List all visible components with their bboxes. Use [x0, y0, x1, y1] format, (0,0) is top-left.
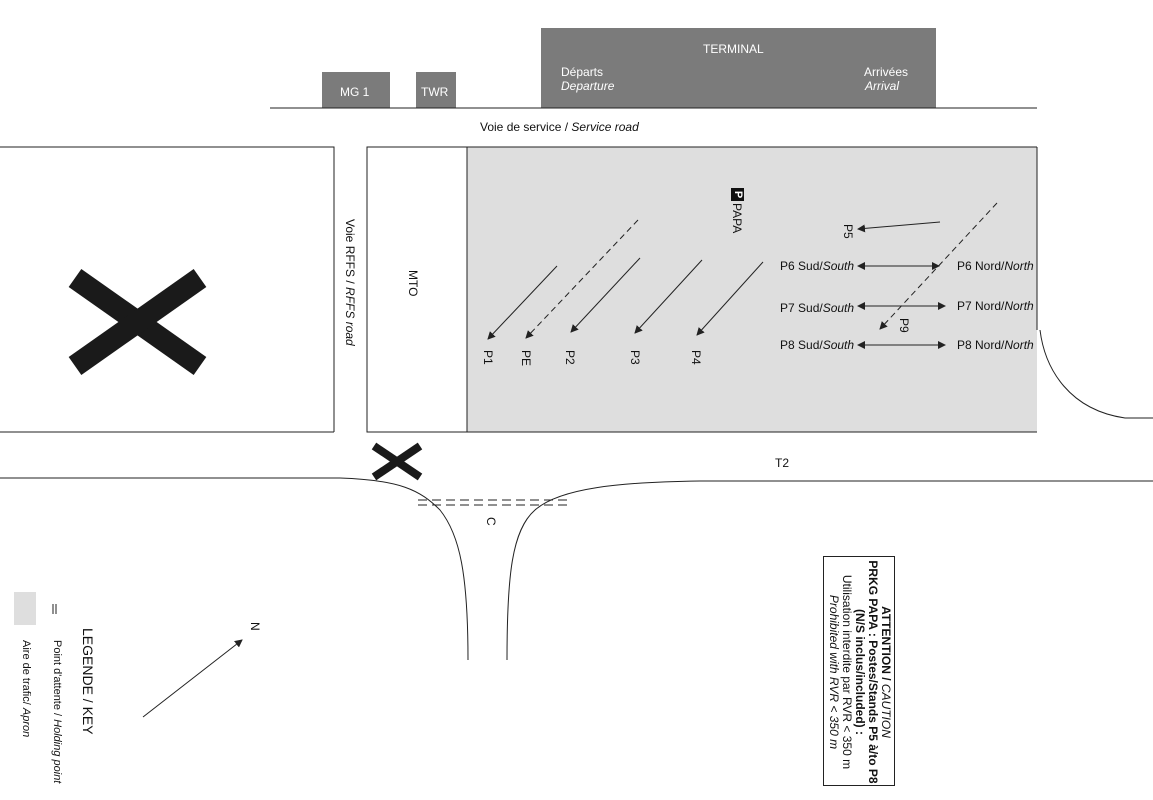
rffs-road-label: Voie RFFS / RFFS road	[343, 219, 357, 346]
stand-p4-line	[696, 261, 764, 336]
caution-line4: Prohibited with RVR < 350 m	[827, 594, 841, 750]
parking-badge-icon: P	[731, 188, 744, 201]
apron-area	[467, 147, 1037, 432]
service-road-label: Voie de service / Service road	[480, 121, 639, 133]
stand-p1-line	[487, 265, 558, 340]
taxiway-c-right-edge	[506, 480, 1153, 661]
stand-p6-nord-fr: P6 Nord/	[957, 259, 1005, 273]
stand-pe-label: PE	[519, 350, 533, 367]
terminal-arrivals-en: Arrival	[865, 79, 900, 93]
stand-p9-label: P9	[897, 318, 911, 333]
stand-p7-sud-en: South	[822, 301, 855, 315]
caution-box: ATTENTION / CAUTION PRKG PAPA : Postes/S…	[823, 556, 895, 786]
stand-p2-label: P2	[563, 350, 577, 365]
stand-p6-sud-fr: P6 Sud/	[780, 259, 823, 273]
rffs-road-fr: Voie RFFS /	[343, 219, 357, 288]
stand-pe-line	[525, 219, 639, 339]
stand-p8-sud-en: South	[822, 338, 855, 352]
service-road-fr: Voie de service /	[480, 120, 572, 134]
stand-p8-sud-label: P8 Sud/South	[780, 339, 854, 351]
stand-p7-sud-fr: P7 Sud/	[780, 301, 823, 315]
stand-p8-nord-en: North	[1004, 338, 1034, 352]
stand-p6-sud-label: P6 Sud/South	[780, 260, 854, 272]
mg1-label: MG 1	[340, 85, 370, 99]
terminal-departures-fr: Départs	[561, 65, 604, 79]
stand-p1-label: P1	[481, 350, 495, 365]
legend-holding-fr: Point d'attente /	[51, 640, 63, 720]
legend-holding-label: Point d'attente / Holding point	[51, 640, 63, 784]
taxiway-t2-label: T2	[775, 456, 790, 470]
north-label: N	[248, 622, 262, 631]
mto-block	[366, 146, 468, 433]
stand-p4-label: P4	[689, 350, 703, 365]
legend-title: LEGENDE / KEY	[80, 628, 96, 735]
stand-p5-line	[857, 221, 941, 233]
right-curve	[1039, 329, 1153, 419]
caution-text: ATTENTION / CAUTION PRKG PAPA : Postes/S…	[827, 559, 893, 785]
taxiway-t2-lower-edge	[0, 477, 469, 661]
service-road-en: Service road	[571, 120, 639, 134]
caution-title-fr: ATTENTION /	[879, 606, 893, 684]
stand-p8-sud-fr: P8 Sud/	[780, 338, 823, 352]
legend-apron-en: Apron	[20, 707, 32, 738]
mto-label: MTO	[406, 270, 420, 297]
caution-line1: PRKG PAPA : Postes/Stands P5 à/to P8	[866, 560, 880, 784]
stand-p8-nord-fr: P8 Nord/	[957, 338, 1005, 352]
stand-p7-nord-label: P7 Nord/North	[957, 300, 1034, 312]
legend-apron-swatch	[14, 592, 36, 625]
terminal-title: TERMINAL	[703, 42, 764, 56]
stand-p7-sud-label: P7 Sud/South	[780, 302, 854, 314]
north-arrow	[142, 639, 243, 718]
stand-p8-nord-label: P8 Nord/North	[957, 339, 1034, 351]
stand-p3-label: P3	[628, 350, 642, 365]
caution-line2: (N/S inclus/included) :	[853, 608, 867, 735]
caution-title-en: CAUTION	[879, 683, 893, 738]
stand-p6-sud-en: South	[822, 259, 855, 273]
mg1-building	[322, 72, 390, 108]
closed-area-outline	[0, 146, 335, 432]
twr-label: TWR	[421, 85, 449, 99]
parking-name: PAPA	[730, 203, 744, 234]
terminal-arrivals-fr: Arrivées	[864, 65, 909, 79]
stand-p7-nord-fr: P7 Nord/	[957, 299, 1005, 313]
legend-apron-label: Aire de trafic/ Apron	[20, 640, 32, 738]
closed-area-x-mark	[68, 269, 207, 375]
terminal-building	[541, 28, 936, 108]
legend-apron-fr: Aire de trafic/	[20, 640, 32, 708]
legend-holding-en: Holding point	[51, 719, 63, 784]
terminal-departures-en: Departure	[561, 79, 615, 93]
stand-p7-nord-en: North	[1004, 299, 1034, 313]
stand-p2-line	[570, 257, 641, 333]
rffs-road-en: RFFS road	[343, 287, 357, 346]
caution-title: ATTENTION / CAUTION	[879, 559, 893, 785]
caution-line3: Utilisation interdite par RVR < 350 m	[840, 574, 854, 770]
twr-building	[416, 72, 456, 108]
stand-p6-nord-en: North	[1004, 259, 1034, 273]
stand-p5-label: P5	[841, 224, 855, 239]
stand-p3-line	[634, 259, 703, 334]
stand-p6-nord-label: P6 Nord/North	[957, 260, 1034, 272]
taxiway-c-label: C	[484, 517, 498, 526]
closed-taxiway-x-mark	[371, 442, 423, 481]
